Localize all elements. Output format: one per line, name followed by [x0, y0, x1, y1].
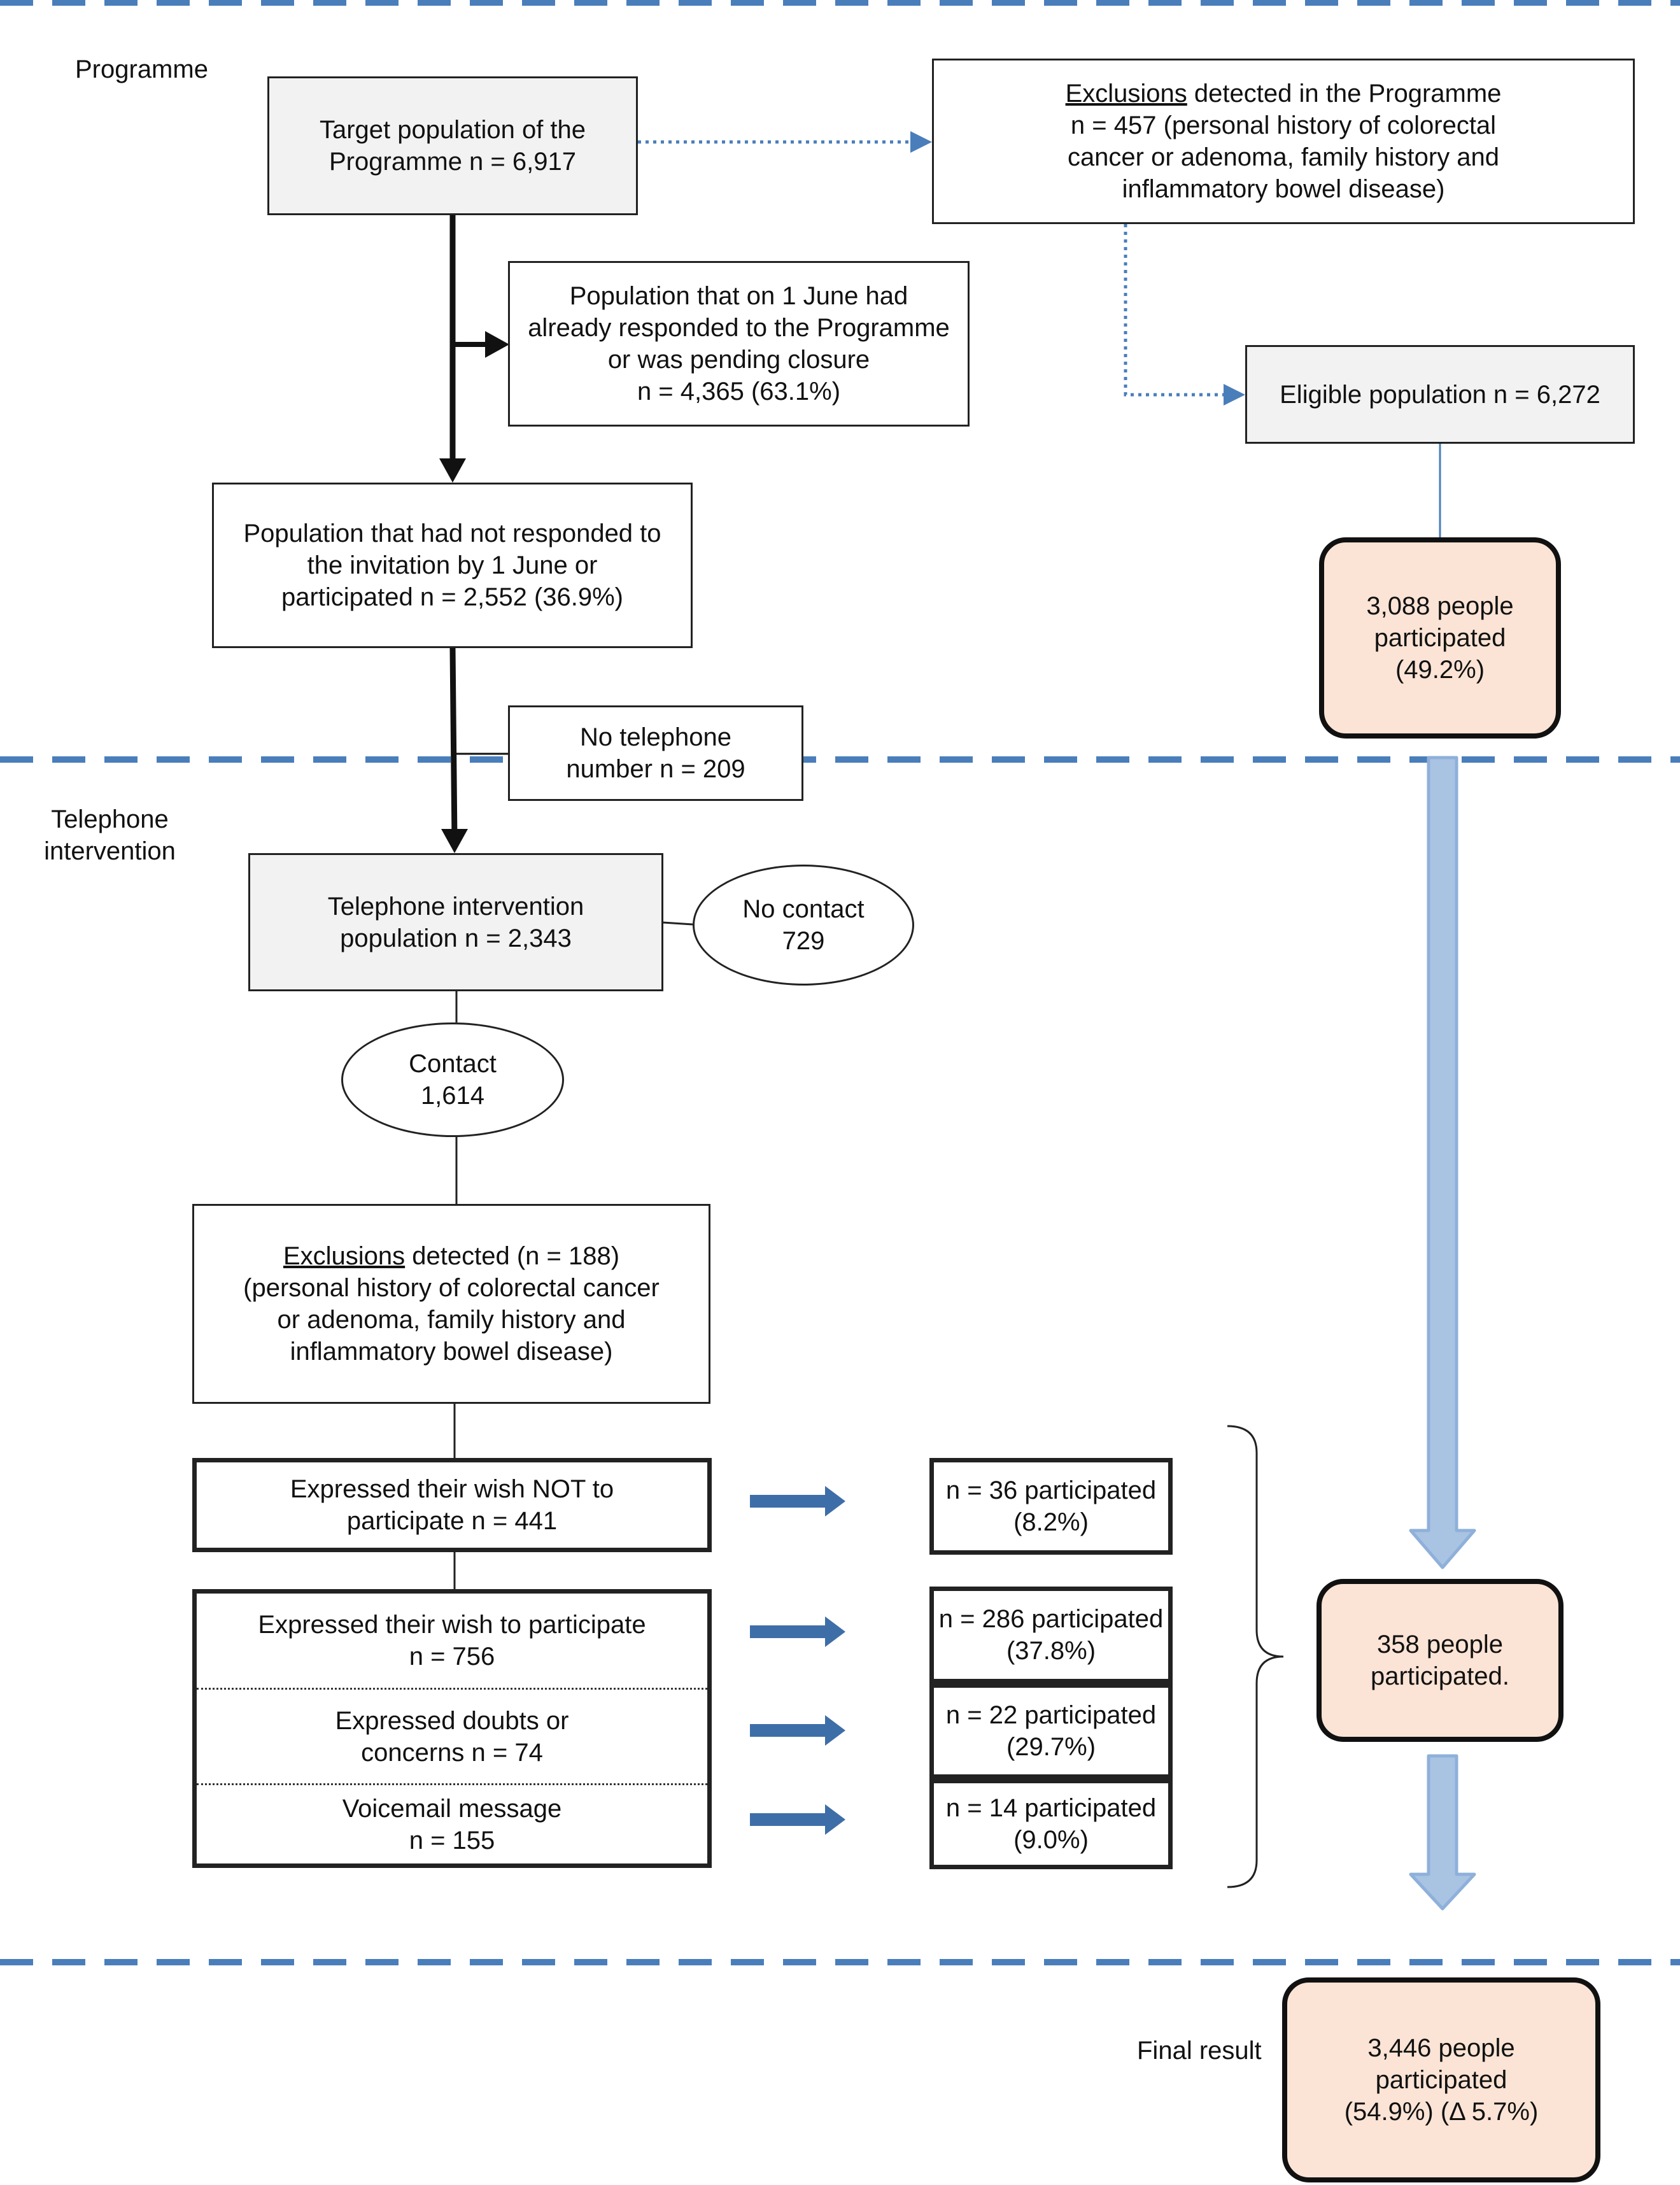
telephone-participated-box: 358 people participated.	[1316, 1579, 1564, 1742]
dotted-arrowhead-eligible	[1224, 384, 1245, 406]
small-arrow-voicemail	[750, 1804, 845, 1835]
section-label-telephone: Telephone intervention	[44, 805, 176, 865]
no-telephone-box: No telephone number n = 209	[508, 705, 803, 801]
big-arrow-upper	[1409, 756, 1476, 1569]
section-label-final: Final result	[1137, 2037, 1262, 2065]
small-arrow-not-wish	[750, 1486, 845, 1517]
not-responded-box: Population that had not responded to the…	[212, 483, 693, 648]
arrowhead-telephone	[441, 829, 468, 853]
small-arrow-wish	[750, 1616, 845, 1647]
group-doubts: Expressed doubts or concerns n = 74	[197, 1688, 707, 1783]
link-telephone-no-contact	[663, 921, 693, 926]
small-arrow-doubts	[750, 1715, 845, 1746]
result-box-doubts: n = 22 participated (29.7%)	[929, 1683, 1173, 1779]
group-voicemail: Voicemail message n = 155	[197, 1783, 707, 1863]
arrowhead-responded	[485, 331, 509, 358]
dotted-exclusions-to-eligible	[1124, 224, 1229, 397]
telephone-exclusions-box: Exclusions detected (n = 188) (personal …	[192, 1204, 710, 1404]
final-result-box: 3,446 people participated (54.9%) (Δ 5.7…	[1282, 1977, 1600, 2182]
curly-bracket	[1227, 1425, 1284, 1888]
arrowhead-not-responded	[439, 458, 466, 483]
result-box-wish: n = 286 participated (37.8%)	[929, 1587, 1173, 1683]
telephone-population-box: Telephone intervention population n = 2,…	[248, 853, 663, 991]
spine-not-responded-to-telephone	[449, 647, 458, 841]
dotted-arrowhead-exclusions	[910, 131, 932, 153]
group-wish: Expressed their wish to participate n = …	[258, 1611, 646, 1671]
result-box-voicemail: n = 14 participated (9.0%)	[929, 1779, 1173, 1869]
already-responded-box: Population that on 1 June had already re…	[508, 261, 970, 427]
eligible-population-box: Eligible population n = 6,272	[1245, 345, 1635, 444]
programme-participated-box: 3,088 people participated (49.2%)	[1319, 537, 1561, 739]
programme-exclusions-box: Exclusions detected in the Programme n =…	[932, 59, 1635, 224]
not-wish-box: Expressed their wish NOT to participate …	[192, 1458, 712, 1552]
big-arrow-lower	[1409, 1754, 1476, 1911]
contact-ellipse: Contact 1,614	[341, 1022, 564, 1137]
section-label-programme: Programme	[75, 55, 208, 83]
no-contact-ellipse: No contact 729	[693, 865, 914, 986]
target-population-box: Target population of the Programme n = 6…	[267, 76, 638, 215]
response-groups-box: Expressed their wish to participate n = …	[192, 1589, 712, 1868]
result-box-not-wish: n = 36 participated (8.2%)	[929, 1458, 1173, 1555]
